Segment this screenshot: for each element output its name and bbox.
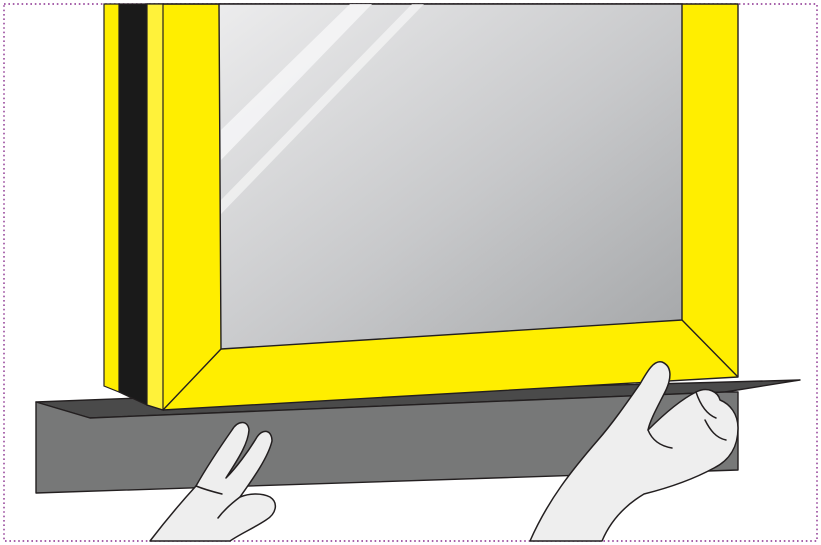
mirror-glass (219, 4, 682, 349)
frame-inner-side (147, 4, 163, 410)
frame-side-strip (104, 4, 119, 392)
frame-black-edge (119, 4, 147, 405)
